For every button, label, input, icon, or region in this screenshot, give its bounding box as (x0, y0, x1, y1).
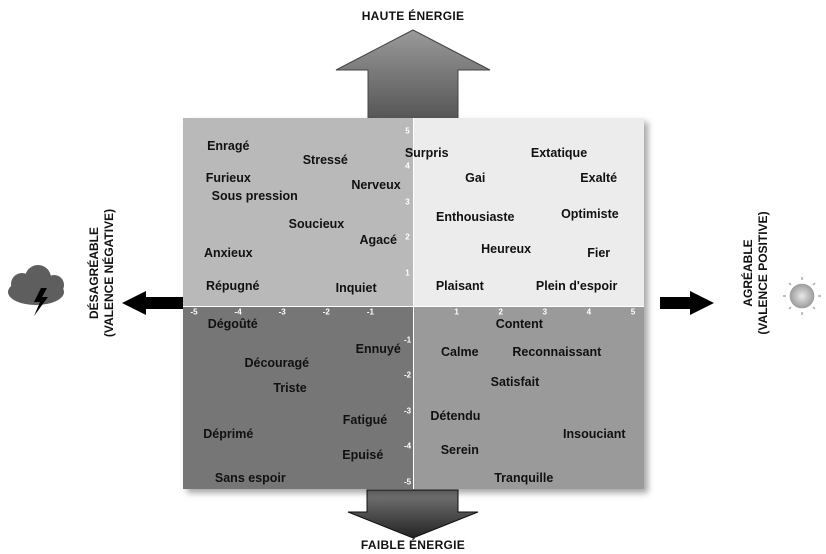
y-tick-label: 5 (405, 126, 410, 135)
emotion-label: Extatique (530, 146, 588, 161)
emotion-label: Furieux (205, 171, 251, 186)
emotion-label: Reconnaissant (512, 345, 602, 360)
emotion-label: Anxieux (203, 245, 253, 260)
emotion-label: Insouciant (563, 426, 626, 441)
quadrant-low-energy-pleasant (414, 306, 644, 489)
sun-icon (783, 277, 821, 315)
emotion-label: Heureux (481, 242, 532, 257)
emotion-label: Plein d'espoir (535, 279, 618, 294)
y-tick-label: 3 (405, 197, 410, 206)
emotion-label: Triste (273, 380, 307, 395)
y-tick-label: 4 (405, 161, 410, 171)
emotion-label: Plaisant (435, 279, 484, 294)
emotion-label: Détendu (430, 409, 481, 424)
emotion-label: Dégoûté (207, 316, 258, 331)
emotion-label: Enragé (207, 139, 250, 154)
emotion-label: Epuisé (342, 448, 384, 463)
emotion-label: Fier (587, 245, 611, 260)
emotion-label: Serein (440, 442, 479, 457)
emotion-label: Content (495, 316, 543, 331)
left-arrow-icon (122, 291, 183, 315)
y-tick-label: 1 (405, 268, 410, 277)
high-energy-label: HAUTE ÉNERGIE (361, 9, 465, 23)
storm-cloud-icon (8, 265, 64, 316)
x-tick-label: -2 (322, 307, 330, 317)
right-arrow-icon (660, 291, 714, 315)
y-tick-label: -3 (403, 406, 412, 415)
emotion-label: Calme (441, 345, 479, 360)
y-tick-label: -4 (403, 441, 412, 451)
valence-axis (183, 306, 644, 307)
emotion-label: Fatigué (342, 412, 388, 427)
emotion-label: Optimiste (561, 206, 619, 221)
emotion-label: Ennuyé (355, 341, 401, 356)
x-tick-label: -4 (234, 307, 242, 317)
y-tick-label: -5 (403, 477, 412, 486)
x-tick-label: -3 (278, 307, 286, 317)
emotion-label: Déprimé (203, 426, 254, 441)
x-tick-label: 4 (586, 307, 592, 317)
up-arrow-icon (335, 29, 491, 121)
emotion-label: Sous pression (211, 188, 298, 203)
energy-axis (413, 118, 414, 489)
emotion-label: Inquiet (335, 281, 377, 296)
emotion-label: Agacé (359, 233, 397, 248)
quadrant-high-energy-pleasant (414, 118, 644, 306)
x-tick-label: -1 (366, 307, 374, 317)
x-tick-label: 2 (498, 307, 503, 317)
x-tick-label: 1 (454, 307, 459, 317)
emotion-label: Enthousiaste (435, 210, 515, 225)
x-tick-label: 3 (542, 307, 548, 317)
y-tick-label: -1 (403, 335, 412, 344)
y-tick-label: -2 (403, 370, 412, 380)
emotion-label: Nerveux (351, 178, 401, 193)
y-tick-label: 2 (405, 232, 410, 242)
emotion-label: Gai (465, 171, 486, 186)
emotion-label: Tranquille (494, 471, 554, 486)
low-energy-label: FAIBLE ÉNERGIE (360, 538, 466, 552)
x-tick-label: -5 (190, 307, 198, 317)
emotion-label: Soucieux (288, 217, 345, 232)
emotion-label: Satisfait (490, 375, 540, 390)
x-tick-label: 5 (630, 307, 636, 317)
down-arrow-icon (347, 489, 479, 539)
emotion-label: Stressé (302, 153, 348, 168)
emotion-label: Exalté (580, 171, 618, 186)
quadrant-low-energy-unpleasant (183, 306, 414, 489)
quadrant-high-energy-unpleasant (183, 118, 414, 306)
emotion-label: Découragé (244, 355, 310, 370)
emotion-label: Répugné (205, 279, 260, 294)
emotion-label: Surpris (404, 146, 449, 161)
emotion-label: Sans espoir (214, 471, 286, 486)
